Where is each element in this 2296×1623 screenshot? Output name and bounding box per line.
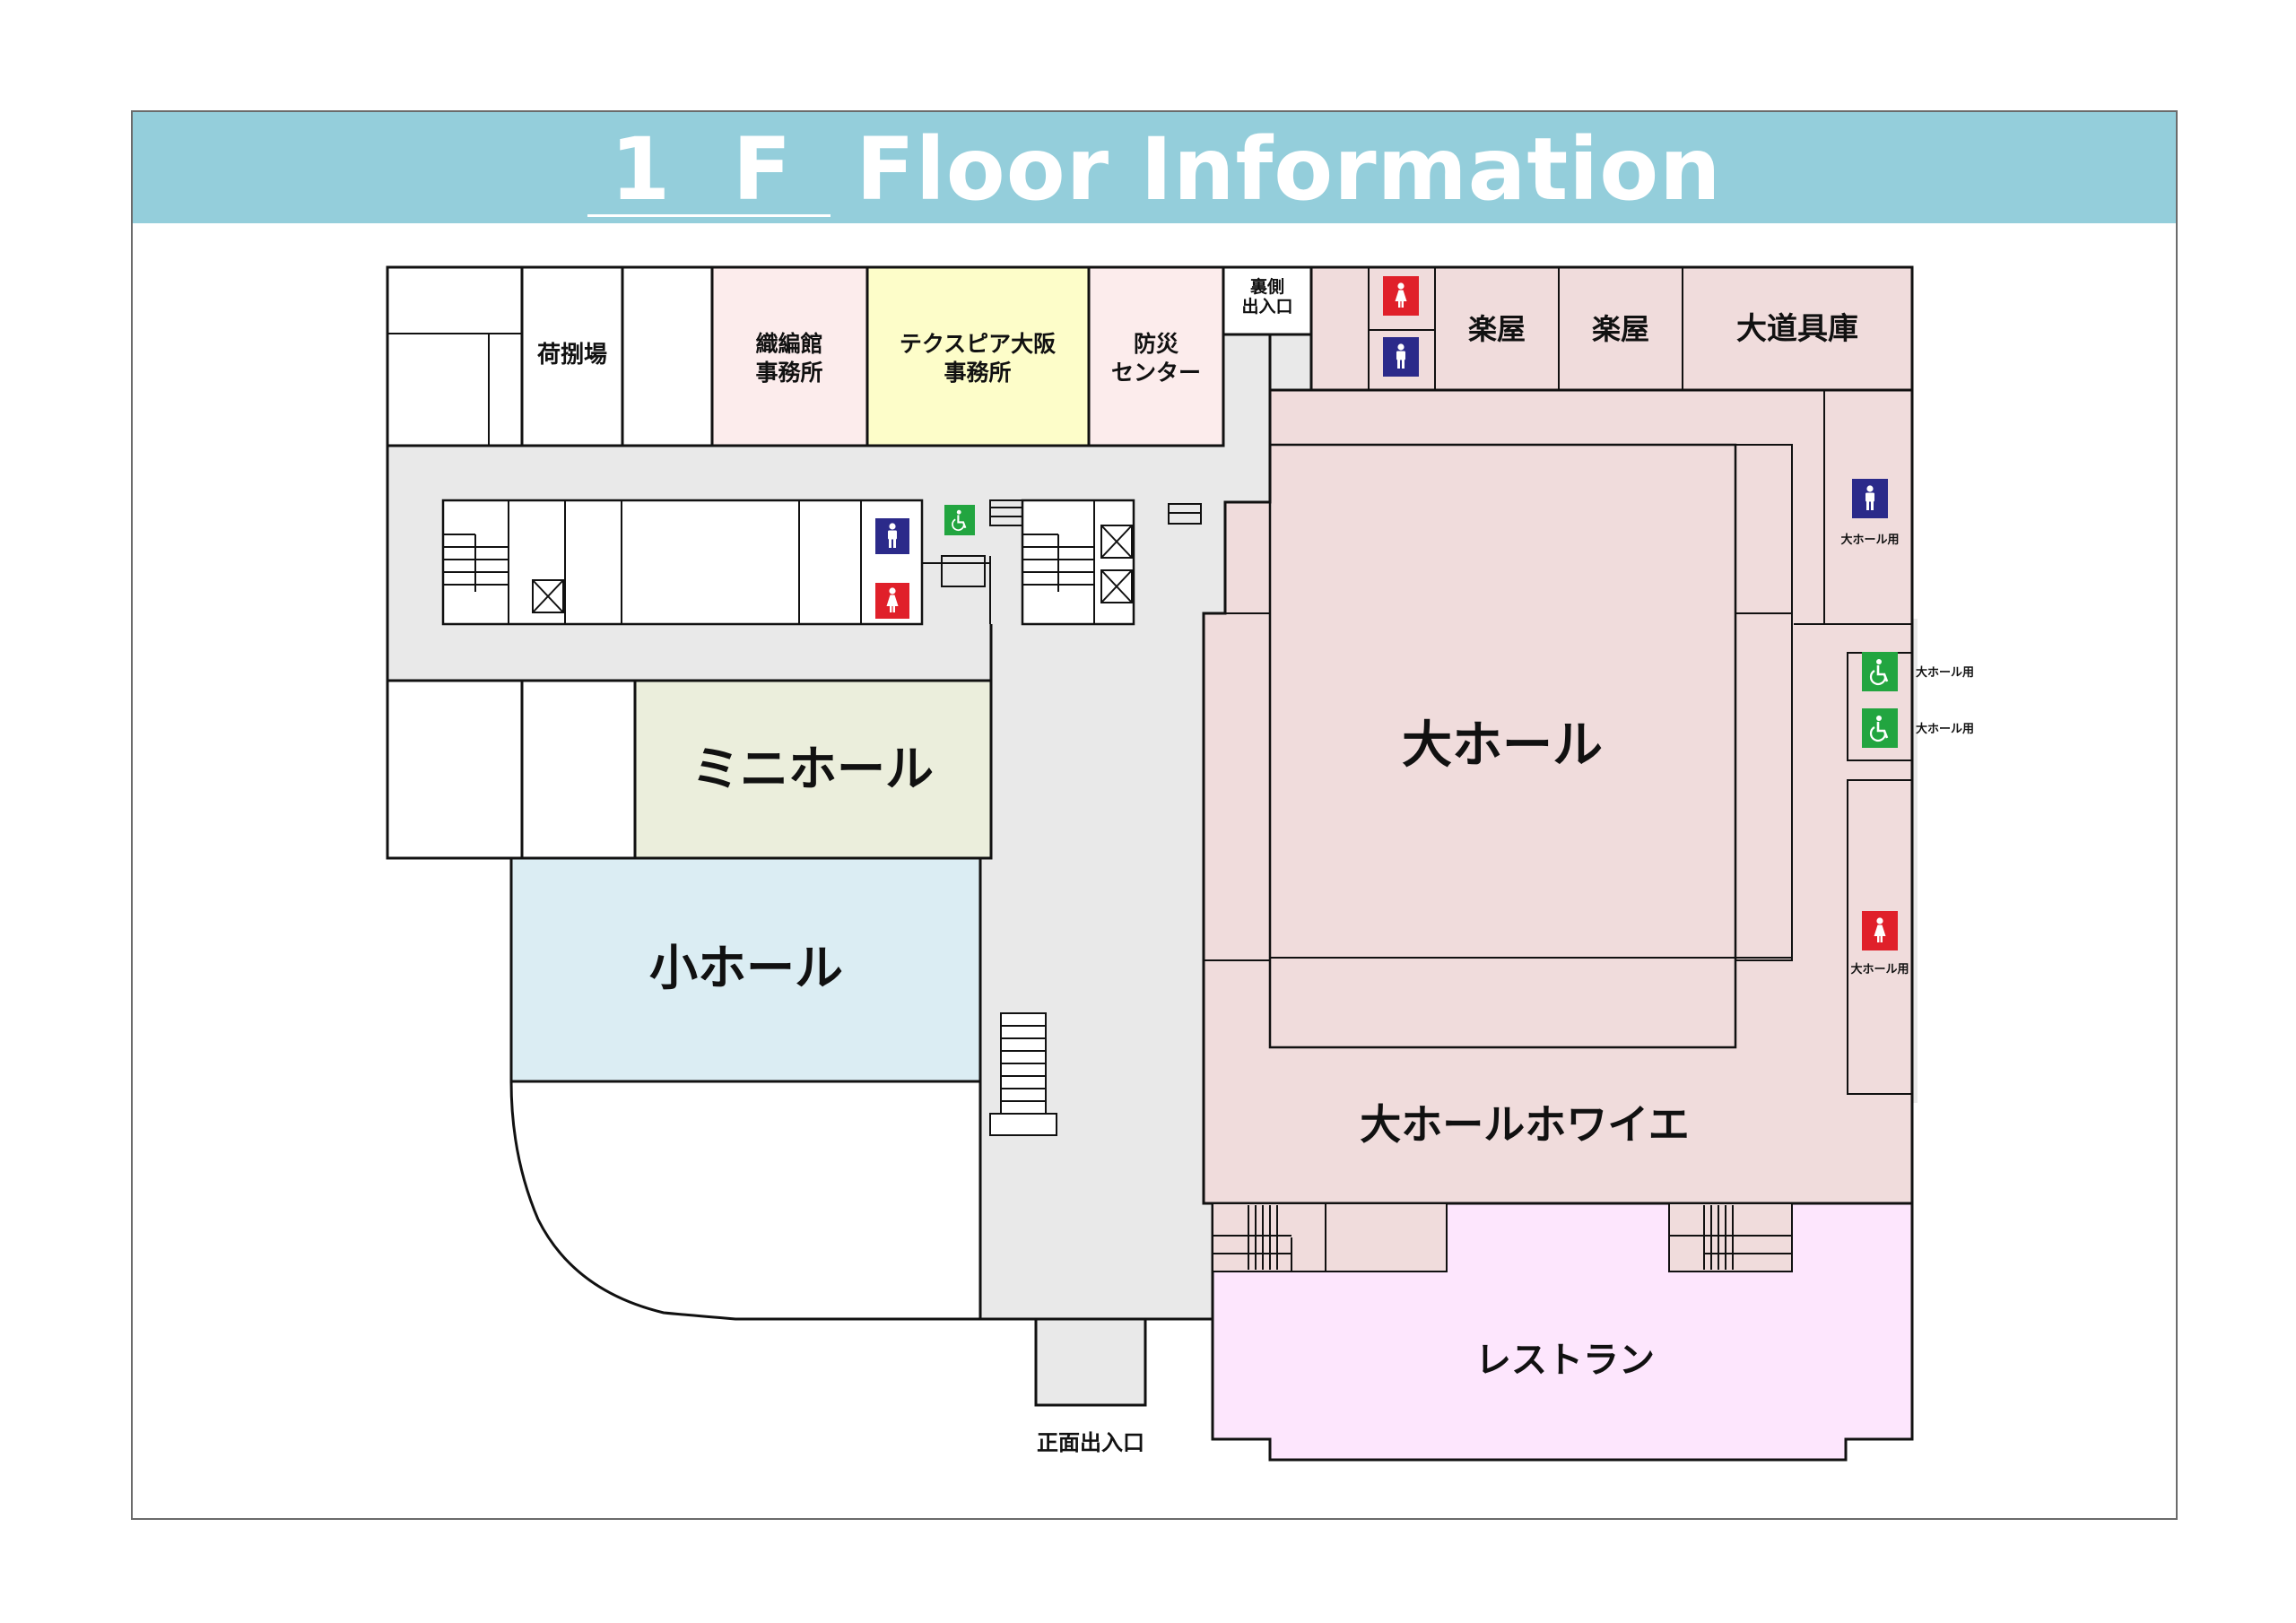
dressing-room-2: 楽屋: [1558, 266, 1683, 391]
female-toilet-icon: [875, 583, 909, 619]
service-core: [441, 499, 1135, 626]
stairs-icon: [989, 1012, 1057, 1136]
prop-storage-room: 大道具庫: [1682, 266, 1913, 391]
stairs-icon: [443, 507, 1201, 592]
rear-exit-label-1: 裏側: [1249, 276, 1284, 297]
corridor-walls: [386, 334, 1313, 1319]
female-toilet-icon: [1383, 276, 1419, 316]
orihenkan-office-room: 織編館 事務所: [710, 265, 869, 447]
small-hall: 小ホール: [509, 856, 982, 1083]
big-hall-foyer-label: 大ホールホワイエ: [1360, 1100, 1690, 1149]
male-toilet-icon: [1383, 337, 1419, 377]
disaster-center-label-2: センター: [1111, 360, 1201, 386]
orihenkan-office-label-1: 織編館: [755, 331, 822, 357]
top-left-storage: [386, 265, 524, 447]
dressing-room-1-label: 楽屋: [1468, 312, 1526, 346]
dressing-room-1: 楽屋: [1434, 266, 1560, 391]
male-toilet-note: 大ホール用: [1840, 533, 1899, 547]
accessible-toilet-note-2: 大ホール用: [1916, 722, 1974, 736]
storage-room: [621, 265, 714, 447]
wheelchair-icon: [944, 505, 975, 535]
title-text: Floor Information: [856, 119, 1722, 220]
prop-storage-label: 大道具庫: [1736, 311, 1858, 347]
techspia-office-label-2: 事務所: [944, 360, 1011, 386]
main-entrance-label: 正面出入口: [1037, 1430, 1144, 1455]
stairs-icon: [1213, 1205, 1292, 1271]
techspia-office-label-1: テクスピア大阪: [900, 331, 1056, 357]
restaurant-label: レストラン: [1475, 1340, 1655, 1381]
elevator-icon: [1100, 525, 1133, 559]
mini-hall-label: ミニホール: [691, 741, 934, 797]
left-lower-rooms: [386, 679, 637, 860]
elevator-icon: [1100, 569, 1133, 603]
service-core-partitions: [508, 499, 1202, 624]
male-toilet-icon: [1852, 479, 1888, 518]
male-toilet-icon: [875, 518, 909, 554]
female-toilet-note: 大ホール用: [1850, 962, 1909, 976]
techspia-office-room: テクスピア大阪 事務所: [865, 265, 1091, 447]
wheelchair-icon: [1862, 652, 1898, 691]
rear-exit-label-2: 出入口: [1241, 296, 1292, 317]
big-hall: 大ホール: [1268, 443, 1737, 1049]
female-toilet-icon: [1862, 911, 1898, 950]
loading-dock-room: 荷捌場: [520, 265, 624, 447]
floor-number: 1 F: [587, 125, 831, 217]
wheelchair-icon: [1862, 708, 1898, 748]
dressing-room-2-label: 楽屋: [1592, 312, 1649, 346]
accessible-toilet-note-1: 大ホール用: [1916, 665, 1974, 680]
disaster-center-label-1: 防災: [1134, 331, 1179, 357]
elevator-icon: [532, 579, 564, 613]
main-entrance: 正面出入口: [1034, 1317, 1147, 1455]
small-hall-label: 小ホール: [649, 940, 843, 996]
rear-exit: 裏側 出入口: [1222, 265, 1313, 336]
big-hall-complex: [1202, 388, 1914, 1205]
stairs-icon: [1669, 1205, 1792, 1270]
big-hall-label: 大ホール: [1402, 716, 1603, 775]
loading-dock-label: 荷捌場: [537, 342, 607, 369]
orihenkan-office-label-2: 事務所: [755, 360, 822, 386]
title-banner: 1 F Floor Information: [133, 112, 2176, 223]
disaster-center-room: 防災 センター: [1087, 265, 1225, 447]
mini-hall: ミニホール: [633, 679, 993, 860]
